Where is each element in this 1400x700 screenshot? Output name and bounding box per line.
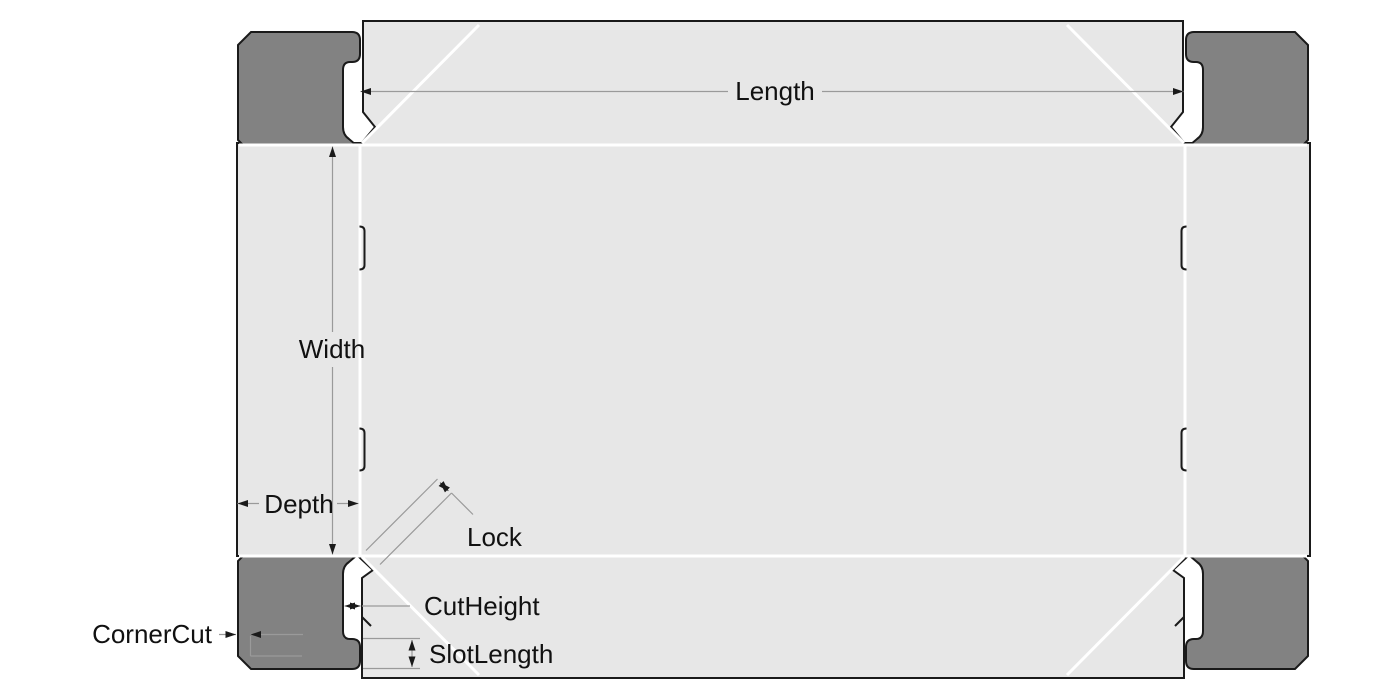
diagonal-crease-top-left	[360, 23, 481, 145]
lock-dim-line-outer	[365, 478, 438, 551]
corner-flap-top-right	[1185, 31, 1309, 146]
lock-dim-line-inner	[379, 492, 452, 565]
panel-row	[236, 142, 1311, 557]
light-panels	[236, 20, 1311, 679]
length-label: Length	[735, 76, 815, 106]
depth-label: Depth	[264, 489, 333, 519]
dimension-lines	[219, 88, 1184, 670]
diagonal-crease-bottom-right	[1065, 555, 1186, 677]
slot-mark-left-lower	[359, 427, 366, 472]
crease-lines	[239, 23, 1307, 677]
lock-label: Lock	[467, 522, 523, 552]
bottom-flap	[355, 555, 1191, 679]
slot-mark-right-upper	[1180, 225, 1187, 271]
width-label: Width	[299, 334, 365, 364]
blank	[236, 20, 1311, 679]
lock-dim-arrow	[438, 481, 450, 493]
corner-flap-top-left	[237, 31, 361, 146]
slot-mark-left-upper	[359, 225, 366, 271]
lock-dim-leader	[451, 492, 474, 515]
lock-slit-bottom-right	[1174, 616, 1185, 627]
cutheight-label: CutHeight	[424, 591, 540, 621]
dimension-labels: Length Width Depth Lock CutHeight SlotLe…	[92, 76, 815, 669]
diagonal-crease-top-right	[1065, 23, 1186, 145]
cornercut-label: CornerCut	[92, 619, 213, 649]
corner-flaps	[237, 31, 1309, 670]
diagonal-crease-bottom-left	[360, 555, 481, 677]
lock-slit-bottom-left	[361, 616, 372, 627]
corner-flap-bottom-left	[237, 555, 361, 670]
slot-marks	[359, 225, 1187, 627]
slotlength-label: SlotLength	[429, 639, 553, 669]
corner-flap-bottom-right	[1185, 555, 1309, 670]
slot-mark-right-lower	[1180, 427, 1187, 472]
